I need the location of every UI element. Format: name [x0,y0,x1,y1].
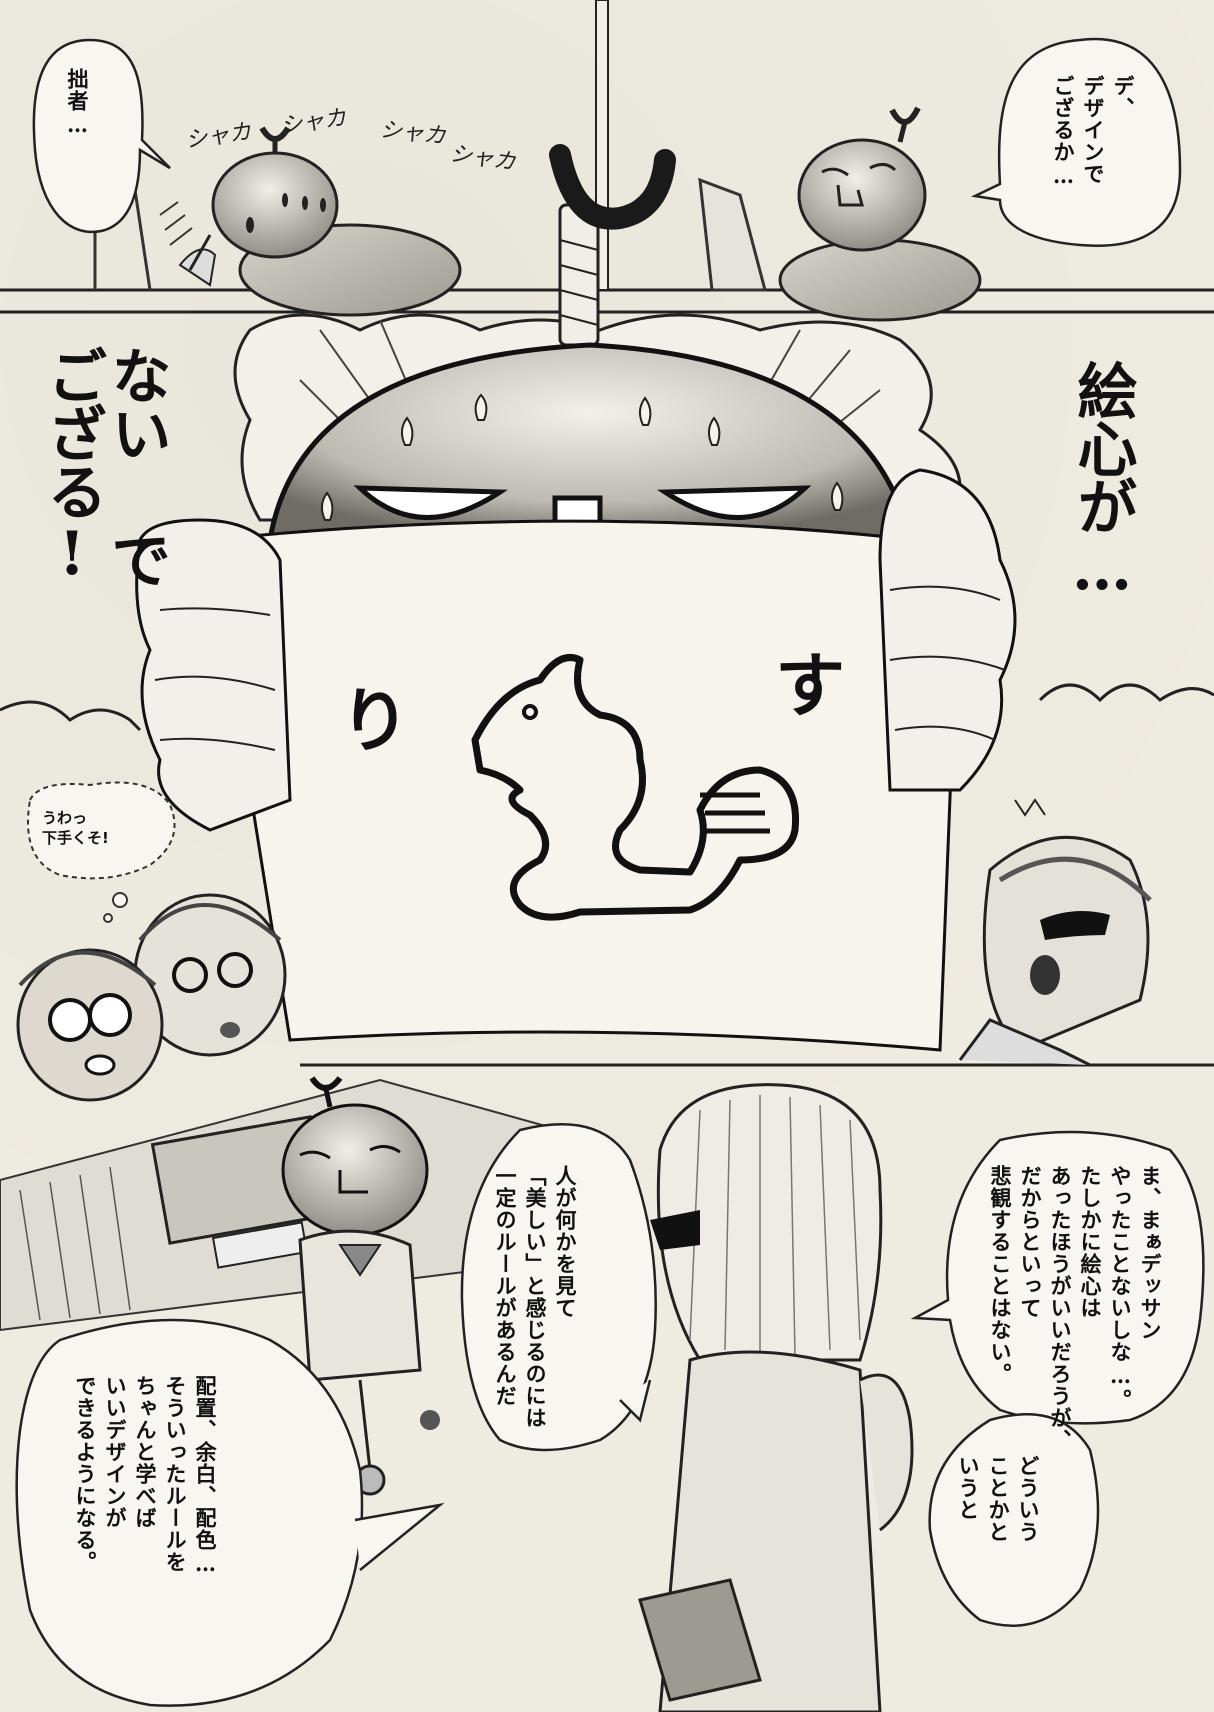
sign-char-ri: り [340,680,410,762]
sign-char-su: す [775,645,845,727]
sfx-shaka-3: シャカ [378,117,447,150]
boss-character [958,798,1152,1067]
shout-egokoro-ga: 絵心が… [1067,360,1137,602]
coworkers-left [16,893,287,1102]
shout-nai-de-gozaru: ない で ござる! [37,345,171,587]
panel-1-art [32,38,462,317]
speech-bubble-rule: 人が何かを見て 「美しい」と感じるのには 一定のルールがあるんだ [493,1165,578,1429]
speech-bubble-sessha: 拙者… [65,68,90,138]
whisper-heta-kuso: うわっ 下手くそ! [42,809,109,847]
panel-3-art [0,144,1214,1102]
panel-4-art [0,1076,1205,1712]
panel-2-art [595,0,1182,322]
speech-bubble-dessan: ま、まぁデッサン やったことないしな…。 たしかに絵心は あったほうがいいだろう… [988,1165,1163,1451]
speech-bubble-design: デ、 デザインで ござるか… [1051,75,1136,189]
speech-bubble-haichi: 配置、余白、配色… そういったルールを ちゃんと学べば いいデザインが できるよ… [73,1375,218,1577]
speech-bubble-dou-iu-koto: どういう ことかと いうと [956,1455,1041,1543]
